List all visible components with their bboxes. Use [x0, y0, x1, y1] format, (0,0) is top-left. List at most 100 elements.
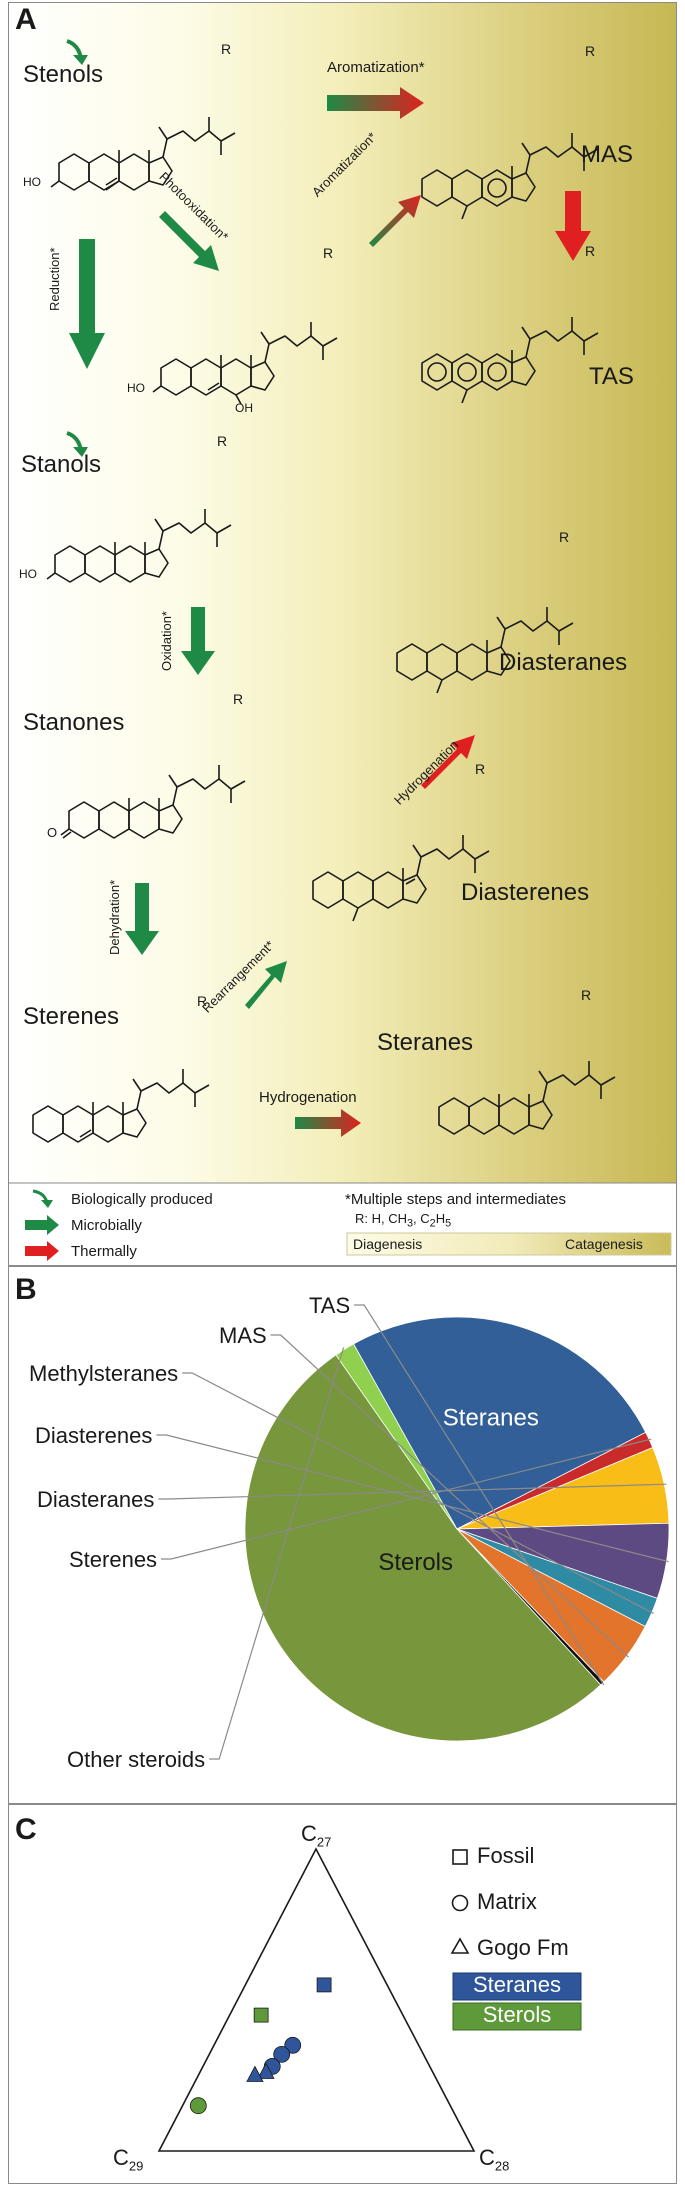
- ternary-triangle: [157, 1847, 476, 2152]
- r-group-label: R: [217, 433, 228, 449]
- ternary-point-gogo-fm-steranes-6: [257, 2062, 275, 2079]
- r-group-label: R: [585, 243, 596, 259]
- pie-leader-other-steroids: [209, 1347, 345, 1760]
- legend-gogo-label: Gogo Fm: [477, 1935, 569, 1960]
- dehydration-label: Dehydration*: [107, 879, 122, 955]
- r-group-label: R: [197, 993, 208, 1009]
- legend-square-icon: [452, 1849, 468, 1865]
- steranes-label: Steranes: [377, 1029, 474, 1056]
- hydrogenation-bottom-arrow: [295, 1109, 361, 1137]
- diagenesis-label: Diagenesis: [353, 1236, 423, 1252]
- hydrogenation-bottom-label: Hydrogenation: [259, 1089, 357, 1106]
- aromatization-diag-arrow: [369, 195, 421, 247]
- pie-leader-sterenes: [161, 1438, 652, 1560]
- pie-label-diasterenes: Diasterenes: [35, 1423, 152, 1448]
- reduction-arrow: [69, 239, 105, 369]
- tas-label: TAS: [589, 363, 634, 390]
- panel-a-letter: A: [15, 3, 37, 36]
- stanols-structure: [46, 508, 232, 583]
- aromatization-label: Aromatization*: [327, 59, 425, 76]
- vertex-c29-label: C29: [113, 2145, 144, 2174]
- tas-structure: [421, 316, 599, 404]
- pie-leader-mas: [270, 1334, 629, 1658]
- legend-circle-icon: [451, 1894, 469, 1912]
- diasterenes-structure: [312, 834, 490, 922]
- pie-label-sterols: Sterols: [378, 1549, 453, 1576]
- pie-label-diasteranes: Diasteranes: [37, 1487, 154, 1512]
- panel-c-ternary: C C27 C29 C28 Fossil Matrix Gogo Fm Ster…: [8, 1804, 677, 2184]
- ternary-point-gogo-fm-steranes-7: [246, 2065, 264, 2082]
- hydroxyl-label: HO: [19, 567, 37, 581]
- legend-r-groups: R: H, CH3, C2H5: [355, 1211, 452, 1230]
- stanones-structure: [60, 764, 246, 839]
- ternary-point-matrix-steranes-2: [284, 2036, 302, 2054]
- r-group-label: R: [585, 43, 596, 59]
- legend-matrix-label: Matrix: [477, 1889, 537, 1914]
- ternary-plot-svg: [157, 1847, 582, 2152]
- legend-biological-label: Biologically produced: [71, 1191, 213, 1208]
- legend-fossil-label: Fossil: [477, 1843, 535, 1868]
- mas-structure: [421, 132, 599, 220]
- legend-thermal-icon: [25, 1241, 59, 1261]
- pie-label-sterenes: Sterenes: [69, 1547, 157, 1572]
- oxidation-label: Oxidation*: [159, 611, 174, 671]
- r-group-label: R: [581, 987, 592, 1003]
- ternary-point-matrix-sterols-5: [189, 2097, 207, 2115]
- pie-label-other-steroids: Other steroids: [67, 1747, 205, 1772]
- r-group-label: R: [233, 691, 244, 707]
- pie-leader-diasteranes: [158, 1483, 667, 1500]
- pie-label-mas: MAS: [219, 1323, 267, 1348]
- ternary-point-matrix-steranes-3: [273, 2045, 291, 2063]
- legend-steranes-label: Steranes: [472, 1972, 562, 1997]
- reduction-label: Reduction*: [47, 247, 62, 311]
- pie-label-steranes: Steranes: [443, 1404, 539, 1431]
- pie-label-methylsteranes: Methylsteranes: [29, 1361, 178, 1386]
- hydroxyl-label: HO: [127, 381, 145, 395]
- r-group-label: R: [559, 529, 570, 545]
- legend-sterols-label: Sterols: [482, 2002, 552, 2027]
- pie-leader-methylsteranes: [182, 1372, 654, 1614]
- legend-sterols-swatch: [452, 2002, 582, 2031]
- panel-c-letter: C: [15, 1813, 37, 1846]
- legend-microbial-label: Microbially: [71, 1217, 142, 1234]
- pie-leader-diasterenes: [156, 1434, 669, 1563]
- r-group-label: R: [475, 761, 486, 777]
- biological-arrow-stanols: [66, 431, 88, 457]
- legend-microbial-icon: [25, 1215, 59, 1235]
- diagenesis-background: [9, 3, 676, 1183]
- pie-label-tas: TAS: [309, 1293, 350, 1318]
- diasterenes-label: Diasterenes: [461, 879, 590, 906]
- ketone-label: O: [47, 825, 58, 840]
- aromatization-arrow: [327, 87, 424, 119]
- r-group-label: R: [323, 245, 334, 261]
- pie-slice-sterols: [244, 1354, 602, 1742]
- biological-arrow-stenols: [66, 39, 88, 65]
- stanols-label: Stanols: [21, 451, 102, 478]
- sterenes-label: Sterenes: [23, 1003, 120, 1030]
- mas-label: MAS: [581, 141, 634, 168]
- legend-triangle-icon: [450, 1937, 470, 1954]
- diasteranes-label: Diasteranes: [499, 649, 628, 676]
- stenols-structure: [50, 116, 236, 191]
- photooxidation-product-structure: [152, 321, 338, 405]
- panel-a-pathways: A R HO R HO OH R R R HO R R O R R R Sten…: [8, 2, 677, 1266]
- ternary-point-fossil-sterols-1: [253, 2007, 269, 2023]
- stanones-label: Stanones: [23, 709, 125, 736]
- r-group-label: R: [221, 41, 232, 57]
- hydrogenation-diag-arrow: [421, 735, 475, 789]
- vertex-c28-label: C28: [479, 2145, 510, 2174]
- thermal-arrow-mas-tas: [555, 191, 591, 261]
- legend-biological-icon: [32, 1189, 53, 1208]
- legend-thermal-label: Thermally: [71, 1243, 137, 1260]
- hydroxyl-label: HO: [23, 175, 41, 189]
- oxidation-arrow: [181, 607, 215, 675]
- hydroxyl-label: OH: [235, 401, 253, 415]
- catagenesis-label: Catagenesis: [565, 1236, 643, 1252]
- panel-a-drawing: [9, 3, 676, 1261]
- stenols-label: Stenols: [23, 61, 104, 88]
- diagenesis-catagenesis-bar: [346, 1232, 672, 1256]
- rearrangement-arrow: [245, 961, 287, 1009]
- legend-steranes-swatch: [452, 1972, 582, 2001]
